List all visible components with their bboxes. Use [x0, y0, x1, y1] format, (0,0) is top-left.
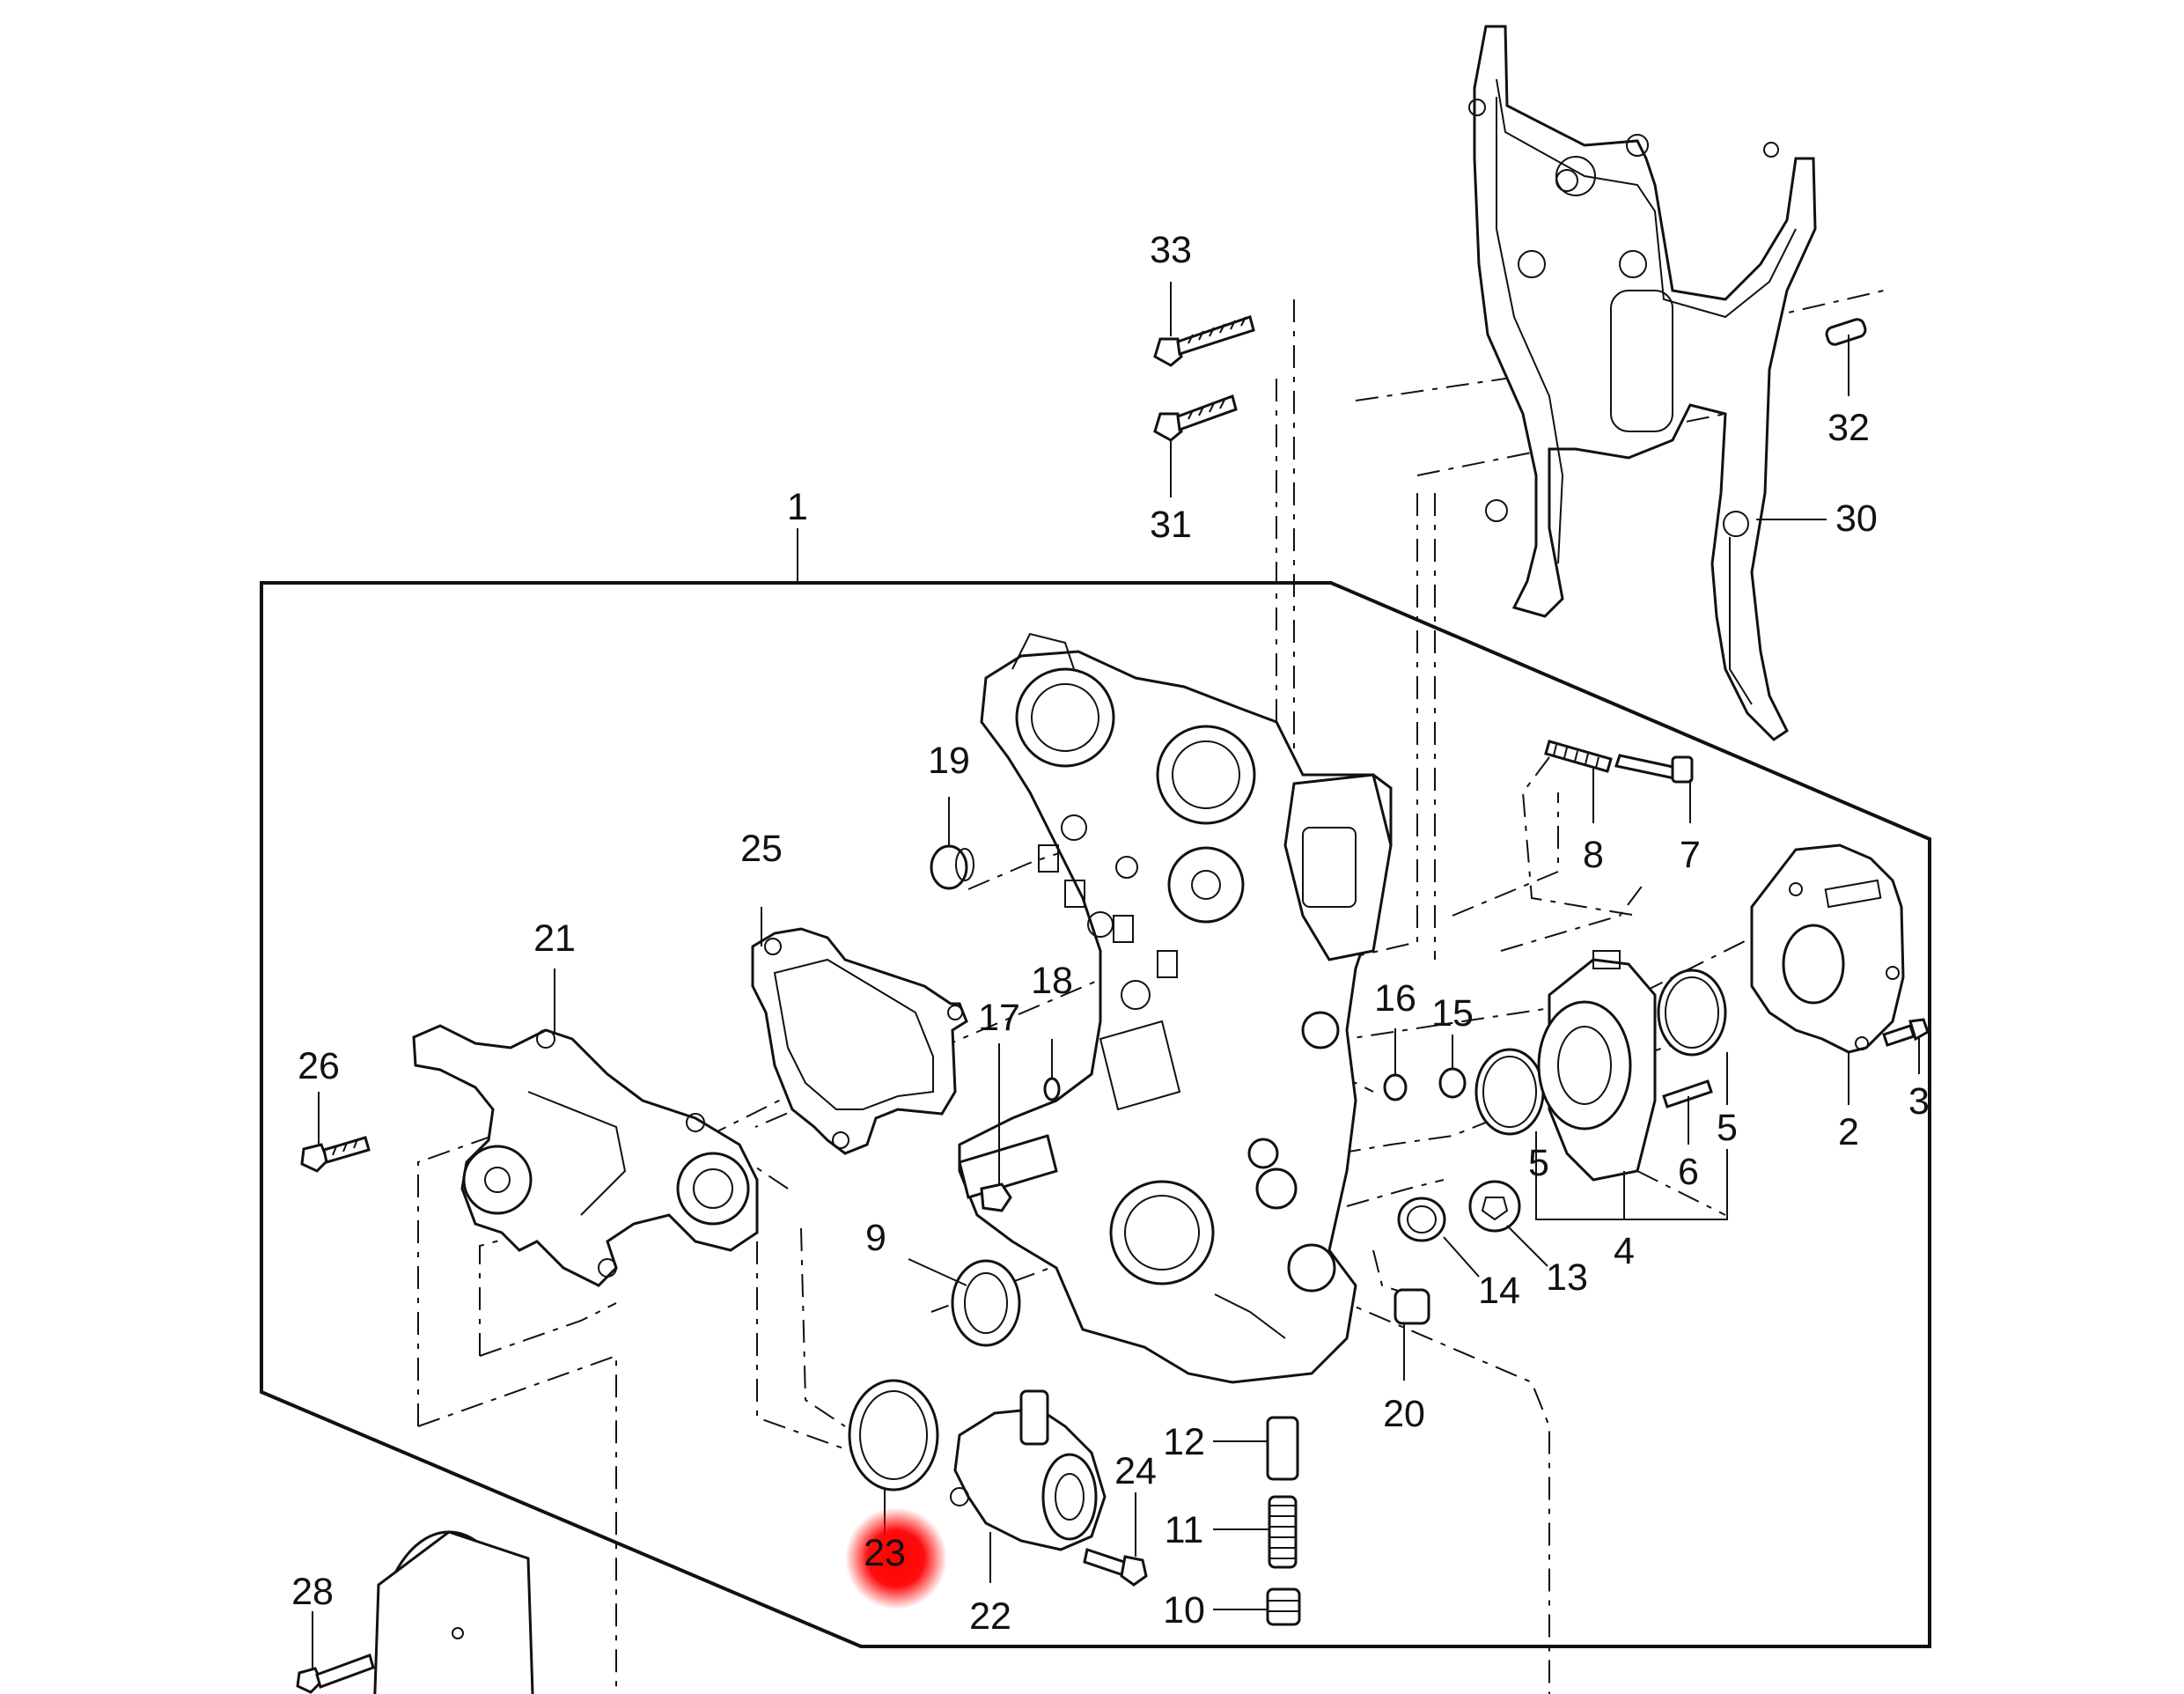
spring: [1213, 1495, 1298, 1569]
label-23: 23: [864, 1532, 906, 1574]
thermostat-housing: [950, 1389, 1107, 1583]
label-4: 4: [1614, 1230, 1635, 1272]
cover-plate: [1750, 843, 1905, 1105]
label-14: 14: [1478, 1270, 1520, 1312]
sleeve: [1213, 1416, 1299, 1481]
label-15: 15: [1431, 992, 1474, 1035]
label-12: 12: [1163, 1421, 1205, 1463]
label-32: 32: [1827, 407, 1870, 449]
pump-gasket: [751, 907, 968, 1155]
label-18: 18: [1031, 960, 1073, 1002]
oil-pump-housing: [1537, 950, 1657, 1219]
pin-7: [1614, 754, 1694, 823]
marker-dot: [845, 1507, 947, 1609]
callout-labels: 1 2 3 4 5 5 6 7 8 9 10 11 12 13 14 15 16…: [291, 229, 1930, 1638]
plug-15: [1438, 1035, 1467, 1099]
small-plug: [980, 1043, 1012, 1212]
label-11: 11: [1165, 1509, 1204, 1551]
timing-gasket: [1468, 25, 1817, 741]
label-22: 22: [969, 1595, 1011, 1638]
label-9: 9: [865, 1217, 886, 1259]
label-24: 24: [1114, 1450, 1157, 1492]
label-33: 33: [1150, 229, 1192, 271]
screw-3: [1882, 1018, 1930, 1074]
label-6: 6: [1678, 1151, 1699, 1193]
label-13: 13: [1546, 1256, 1588, 1299]
spring-8: [1544, 740, 1613, 823]
label-21: 21: [533, 917, 576, 960]
label-3: 3: [1908, 1080, 1930, 1123]
water-pump: [412, 969, 759, 1287]
label-16: 16: [1374, 977, 1416, 1020]
screw-plug-13: [1468, 1180, 1548, 1267]
label-26: 26: [298, 1045, 340, 1087]
long-bolt-lower: [1153, 394, 1238, 497]
label-31: 31: [1150, 504, 1192, 546]
label-8: 8: [1583, 834, 1604, 876]
label-7: 7: [1680, 834, 1701, 876]
seal-ring-14: [1397, 1197, 1480, 1278]
crank-pulley: [373, 1530, 534, 1694]
pump-bolt: [300, 1092, 371, 1173]
label-20: 20: [1383, 1393, 1425, 1435]
label-5-left: 5: [1528, 1142, 1549, 1184]
assembly-frame: [260, 581, 1931, 1648]
seal-ring: [848, 1379, 939, 1536]
shaft-seal: [908, 1258, 1021, 1347]
label-2: 2: [1838, 1111, 1859, 1153]
screw-plug: [1213, 1587, 1301, 1626]
label-28: 28: [291, 1571, 334, 1613]
label-25: 25: [740, 828, 783, 870]
pin-6: [1662, 1079, 1713, 1145]
pulley-bolt: [296, 1611, 375, 1694]
washer-small: [1043, 1039, 1061, 1101]
label-10: 10: [1163, 1589, 1205, 1631]
washer-16: [1383, 1028, 1408, 1101]
plug: [930, 797, 974, 890]
dowel-pin: [1825, 318, 1867, 396]
group-bracket-4: [1535, 1149, 1728, 1220]
label-17: 17: [978, 997, 1020, 1039]
label-19: 19: [928, 740, 970, 782]
label-1: 1: [787, 486, 808, 528]
o-ring-left: [1474, 1048, 1545, 1149]
sleeve-20: [1393, 1288, 1430, 1381]
label-5-right: 5: [1717, 1107, 1738, 1149]
label-30: 30: [1835, 497, 1878, 540]
o-ring-right: [1657, 969, 1728, 1105]
thermostat-bolt: [1083, 1492, 1148, 1587]
long-bolt-upper: [1153, 282, 1255, 367]
timing-cover: [958, 632, 1393, 1384]
